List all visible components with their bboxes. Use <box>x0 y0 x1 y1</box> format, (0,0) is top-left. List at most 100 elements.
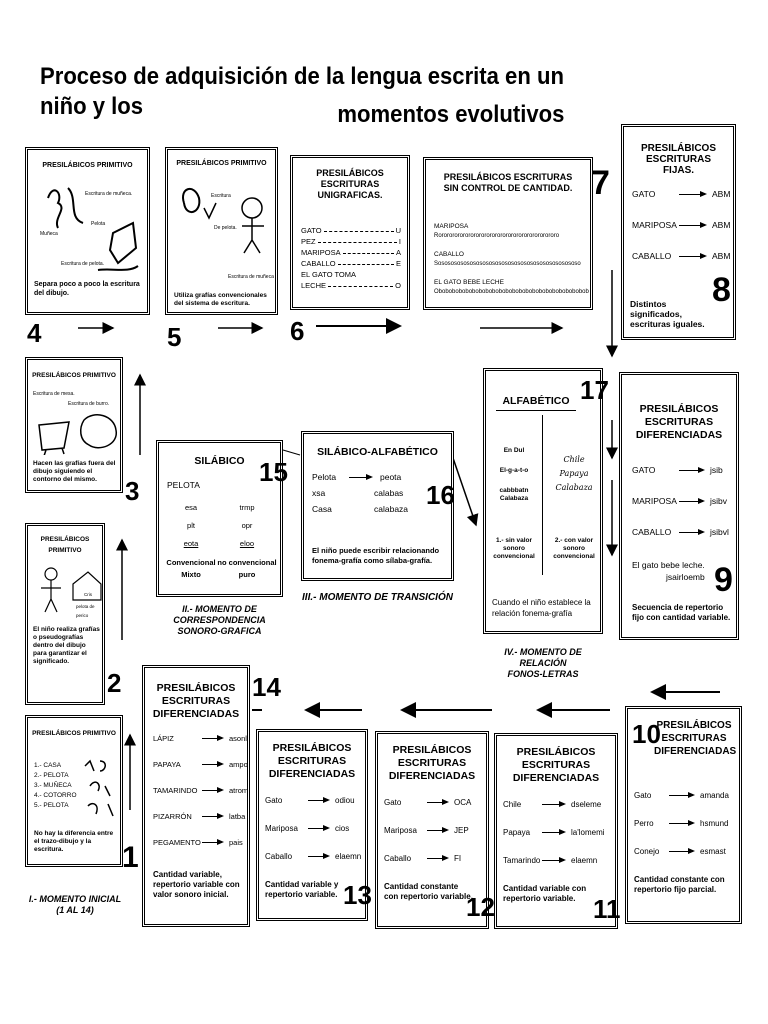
word: CABALLO <box>632 527 672 537</box>
step-number: 2 <box>107 668 122 698</box>
word: xsa <box>312 488 326 498</box>
word: Gato <box>384 798 402 807</box>
label-no-convencional: no convencional <box>217 558 277 567</box>
child-writing: peota <box>380 472 402 482</box>
child-drawing-icon <box>38 414 117 455</box>
step-number: 11 <box>593 894 621 924</box>
child-drawing-icon <box>182 188 264 254</box>
step-12-card: PRESILÁBICOS ESCRITURAS DIFERENCIADAS Ga… <box>375 731 495 929</box>
alphabetic-left: El-g-a-t-o <box>499 467 529 474</box>
word: Perro <box>634 819 654 828</box>
syllabic-right: trmp <box>239 503 255 512</box>
child-writing: pais <box>229 838 243 847</box>
child-writing: latba <box>229 812 246 821</box>
arrow-icon <box>427 855 449 861</box>
child-writing: ABM <box>712 220 731 230</box>
word: Mariposa <box>265 824 298 833</box>
arrow-icon <box>202 813 224 819</box>
child-writing: jsib <box>710 465 723 475</box>
card-note: No hay la diferencia entre el trazo-dibu… <box>34 830 114 853</box>
child-writing: elaemn <box>335 852 362 861</box>
arrow-icon <box>349 473 373 480</box>
word: PAPAYA <box>153 760 181 769</box>
word: Chile <box>503 800 522 809</box>
word-row: PAPAYA ampo <box>153 760 248 769</box>
card-note: Cantidad variable y repertorio variable. <box>265 880 339 899</box>
step-number: 6 <box>290 316 305 346</box>
card-header: PRESILÁBICOS ESCRITURAS SIN CONTROL DE C… <box>443 172 573 193</box>
card-header: PRESILÁBICOS ESCRITURAS FIJAS. <box>640 143 716 176</box>
scribble: Sosososososososososososososososososososo… <box>434 261 581 267</box>
word: Conejo <box>634 847 660 856</box>
step-7-card: PRESILÁBICOS ESCRITURAS SIN CONTROL DE C… <box>423 157 593 310</box>
step-number: 15 <box>259 457 288 487</box>
column-divider <box>542 415 543 575</box>
step-10-card: 10 PRESILÁBICOS ESCRITURAS DIFERENCIADAS… <box>625 706 742 924</box>
step-14-card: PRESILÁBICOS ESCRITURAS DIFERENCIADAS LÁ… <box>142 665 250 927</box>
word: MARIPOSA <box>632 220 677 230</box>
word: PEGAMENTO <box>153 838 201 847</box>
step-number: 1 <box>122 841 139 874</box>
arrow-icon <box>679 221 707 228</box>
card-note: Separa poco a poco la escritura del dibu… <box>34 281 140 297</box>
scribble: Rorororororororororororororororororororo… <box>434 233 560 239</box>
arrow-icon <box>202 761 224 767</box>
child-drawing-icon <box>41 567 102 613</box>
step-number: 8 <box>712 271 731 309</box>
sketch-label: Escritura <box>211 193 231 199</box>
arrow-icon <box>669 792 695 798</box>
child-writing: E <box>395 259 401 268</box>
step-3-card: PRESILÁBICOS PRIMITIVO Escritura de mesa… <box>25 357 123 493</box>
arrow-icon <box>308 825 330 831</box>
child-writing: amanda <box>700 791 729 800</box>
step-9-card: PRESILÁBICOS ESCRITURAS DIFERENCIADAS GA… <box>619 372 739 640</box>
card-note: Distintos significados, escrituras igual… <box>630 299 705 329</box>
list-item: 5.- PELOTA <box>34 802 69 809</box>
child-writing: ampo <box>229 760 248 769</box>
card-note: El niño realiza grafías o pseudografías … <box>33 626 100 665</box>
arrow-icon <box>669 820 695 826</box>
sentence: El gato bebe leche. <box>632 560 705 570</box>
child-writing: calabaza <box>374 504 409 514</box>
word: PEZ <box>301 237 316 246</box>
word: PIZARRÓN <box>153 812 192 821</box>
child-writing: FI <box>454 854 462 863</box>
child-writing: calabas <box>374 488 404 498</box>
word: EL GATO BEBE LECHE <box>434 279 504 286</box>
word: Mariposa <box>384 826 417 835</box>
step-5-card: PRESILÁBICOS PRIMITIVO Escritura De pelo… <box>165 147 278 315</box>
word: Tamarindo <box>503 856 541 865</box>
arrow-icon <box>669 848 695 854</box>
child-writing: O <box>395 281 401 290</box>
step-number: 9 <box>714 561 733 599</box>
card-header: PRESILÁBICOS PRIMITIVO <box>42 162 133 169</box>
child-writing: atrom <box>229 786 249 795</box>
card-header: ALFABÉTICO <box>496 395 576 411</box>
card-note: Cantidad constante con repertorio fijo p… <box>634 875 725 894</box>
sketch-label: De pelota. <box>214 225 237 231</box>
moment-caption: III.- MOMENTO DE TRANSICIÓN <box>302 592 453 603</box>
arrow-icon <box>542 829 566 835</box>
step-2-card: PRESILÁBICOS PRIMITIVO Cris pelota de pe… <box>25 523 105 705</box>
card-note: Cantidad constante con repertorio variab… <box>384 882 473 901</box>
dash-leader <box>337 259 394 265</box>
